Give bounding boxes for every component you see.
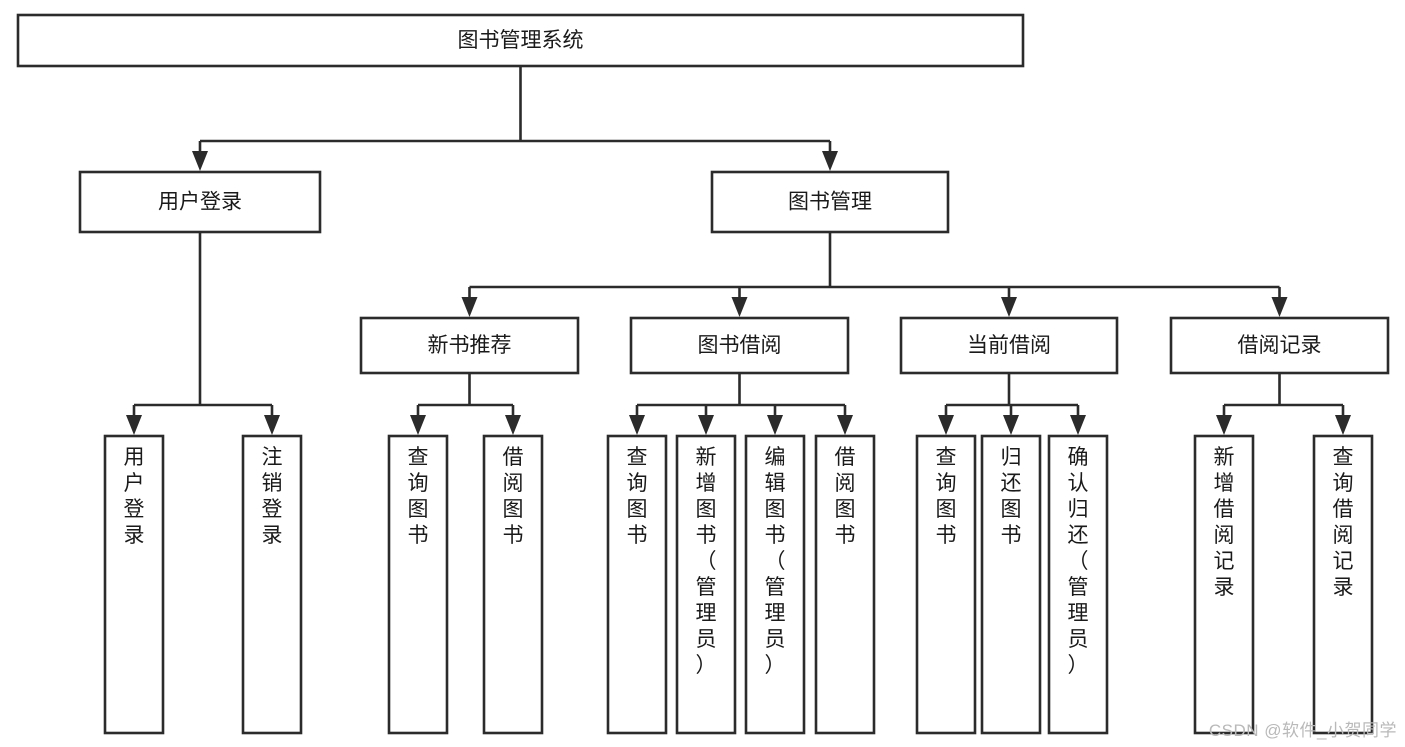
node-label: 查询图书 (627, 446, 648, 547)
node-leaf-query-book-b[interactable]: 查询图书 (606, 434, 668, 735)
node-leaf-add-book[interactable]: 新增图书（管理员） (675, 434, 737, 735)
node-box[interactable] (241, 434, 303, 735)
arrow-head (1003, 415, 1019, 435)
node-box[interactable] (387, 434, 449, 735)
node-label: 借阅图书 (835, 446, 856, 547)
node-leaf-user-login[interactable]: 用户登录 (103, 434, 165, 735)
arrow-head (822, 151, 838, 171)
node-box[interactable] (899, 316, 1119, 375)
node-box[interactable] (606, 434, 668, 735)
node-box[interactable] (16, 13, 1025, 68)
node-box[interactable] (629, 316, 850, 375)
node-book-mgmt[interactable]: 图书管理 (710, 170, 950, 234)
node-box[interactable] (1193, 434, 1255, 735)
node-box[interactable] (710, 170, 950, 234)
node-box[interactable] (1047, 434, 1109, 735)
node-label: 图书借阅 (698, 334, 782, 357)
node-box[interactable] (78, 170, 322, 234)
node-label: 注销登录 (262, 446, 283, 547)
node-label: 新增图书（管理员） (696, 446, 717, 677)
arrow-head (1001, 297, 1017, 317)
node-box[interactable] (359, 316, 580, 375)
node-label: 查询图书 (408, 446, 429, 547)
node-leaf-borrow-book-a[interactable]: 借阅图书 (482, 434, 544, 735)
arrow-head (192, 151, 208, 171)
arrow-head (731, 297, 748, 317)
node-label: 确认归还（管理员） (1068, 446, 1089, 677)
arrow-head (461, 297, 478, 317)
node-box[interactable] (814, 434, 876, 735)
node-label: 用户登录 (124, 446, 145, 547)
node-label: 图书管理 (788, 191, 872, 214)
node-borrow-record[interactable]: 借阅记录 (1169, 316, 1390, 375)
node-book-borrow[interactable]: 图书借阅 (629, 316, 850, 375)
node-new-book-rec[interactable]: 新书推荐 (359, 316, 580, 375)
node-label: 编辑图书（管理员） (765, 446, 786, 677)
node-label: 用户登录 (158, 191, 242, 214)
node-layer: 图书管理系统用户登录图书管理新书推荐图书借阅当前借阅借阅记录用户登录注销登录查询… (16, 13, 1390, 735)
node-root[interactable]: 图书管理系统 (16, 13, 1025, 68)
node-user-login[interactable]: 用户登录 (78, 170, 322, 234)
node-box[interactable] (675, 434, 737, 735)
node-box[interactable] (980, 434, 1042, 735)
arrow-head (1216, 415, 1232, 435)
node-leaf-edit-book[interactable]: 编辑图书（管理员） (744, 434, 806, 735)
node-label: 当前借阅 (967, 334, 1051, 357)
node-label: 新增借阅记录 (1214, 446, 1235, 599)
node-box[interactable] (103, 434, 165, 735)
node-current-borrow[interactable]: 当前借阅 (899, 316, 1119, 375)
arrow-head (698, 415, 714, 435)
node-box[interactable] (1312, 434, 1374, 735)
arrow-head (1070, 415, 1086, 435)
node-label: 查询借阅记录 (1333, 446, 1354, 599)
node-leaf-return-book[interactable]: 归还图书 (980, 434, 1042, 735)
node-label: 查询图书 (936, 446, 957, 547)
arrow-head (126, 415, 142, 435)
node-label: 借阅图书 (503, 446, 524, 547)
node-leaf-query-book-c[interactable]: 查询图书 (915, 434, 977, 735)
node-box[interactable] (482, 434, 544, 735)
node-leaf-logout[interactable]: 注销登录 (241, 434, 303, 735)
arrow-head (767, 415, 783, 435)
arrow-head (264, 415, 280, 435)
node-label: 新书推荐 (428, 334, 512, 357)
arrow-head (938, 415, 954, 435)
arrow-head (629, 415, 645, 435)
arrow-head (410, 415, 426, 435)
node-box[interactable] (1169, 316, 1390, 375)
arrow-head (837, 415, 853, 435)
arrow-head (505, 415, 521, 435)
node-box[interactable] (915, 434, 977, 735)
node-leaf-query-book-a[interactable]: 查询图书 (387, 434, 449, 735)
node-label: 图书管理系统 (458, 29, 584, 52)
arrow-head (1271, 297, 1288, 317)
node-leaf-borrow-book-b[interactable]: 借阅图书 (814, 434, 876, 735)
arrow-head (1335, 415, 1351, 435)
node-box[interactable] (744, 434, 806, 735)
connector-layer (126, 66, 1351, 435)
node-leaf-confirm-return[interactable]: 确认归还（管理员） (1047, 434, 1109, 735)
node-leaf-query-record[interactable]: 查询借阅记录 (1312, 434, 1374, 735)
node-label: 归还图书 (1001, 446, 1022, 547)
node-label: 借阅记录 (1238, 334, 1322, 357)
node-leaf-add-record[interactable]: 新增借阅记录 (1193, 434, 1255, 735)
